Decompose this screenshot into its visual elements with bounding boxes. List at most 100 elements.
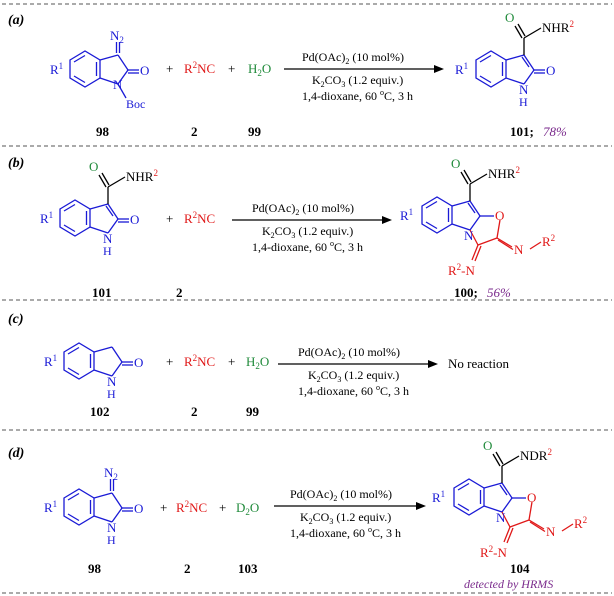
- plus-sign: +: [228, 61, 235, 76]
- compound-label: 2: [184, 561, 191, 576]
- catalyst-condition: Pd(OAc)2 (10 mol%): [298, 345, 400, 361]
- diazo-label: N2: [110, 28, 124, 45]
- panel-c-tag: (c): [8, 312, 24, 327]
- panel-d-tag: (d): [8, 446, 24, 461]
- plus-sign: +: [219, 500, 226, 515]
- compound-label: 98: [96, 124, 110, 139]
- panel-b: (b) O NHR2 O N H R1 + R2NC Pd(OAc)2: [8, 156, 555, 300]
- amide-co-bond: [492, 453, 501, 467]
- carbonyl-o: O: [546, 63, 555, 78]
- r1-substituent: R1: [40, 210, 53, 226]
- ring-n: N: [519, 82, 529, 97]
- diazo-oxindole-98: [69, 42, 139, 99]
- imine-n-r2: N: [546, 524, 556, 539]
- ring-n: N: [107, 520, 117, 535]
- amide-nhr2: NHR2: [542, 19, 574, 35]
- amide-nhr2: NHR2: [126, 168, 158, 184]
- ring-nh: H: [519, 95, 528, 109]
- ring-n: N: [464, 228, 474, 243]
- catalyst-condition: Pd(OAc)2 (10 mol%): [290, 487, 392, 503]
- ring-n: N: [103, 231, 113, 246]
- amide-o: O: [451, 156, 460, 171]
- imine-r2-n: R2-N: [448, 262, 476, 278]
- oxindole-102: [63, 342, 133, 380]
- yield-label: 56%: [487, 285, 511, 300]
- amide-nhr2: NHR2: [488, 165, 520, 181]
- amide-o: O: [89, 159, 98, 174]
- amide-co-bond-2: [517, 23, 526, 37]
- yield-label: 78%: [543, 124, 567, 139]
- oxazole-o: O: [527, 490, 536, 505]
- oxazolo-indole-104: [453, 455, 526, 516]
- water: H2O: [246, 354, 269, 371]
- catalyst-condition: Pd(OAc)2 (10 mol%): [252, 201, 354, 217]
- panel-separators: [2, 3, 612, 594]
- base-condition: K2CO3 (1.2 equiv.): [308, 368, 399, 384]
- no-reaction-result: No reaction: [448, 356, 510, 371]
- oxazole-ring-red: [469, 219, 542, 262]
- solvent-condition: 1,4-dioxane, 60 oC, 3 h: [290, 525, 401, 540]
- ring-n: N: [113, 77, 123, 92]
- plus-sign: +: [228, 354, 235, 369]
- plus-sign: +: [166, 211, 173, 226]
- diazo-oxindole-98: [63, 479, 133, 526]
- isocyanide-r2nc: R2NC: [184, 353, 215, 369]
- r1-substituent: R1: [44, 499, 57, 515]
- carbonyl-o: O: [134, 501, 143, 516]
- panel-c: (c) O N H R1 + R2NC + H2O Pd(OAc)2 (10 m…: [8, 312, 510, 419]
- carbonyl-o: O: [130, 212, 139, 227]
- compound-label: 2: [191, 124, 198, 139]
- oxazolo-indole-100: [421, 173, 494, 234]
- solvent-condition: 1,4-dioxane, 60 oC, 3 h: [252, 239, 363, 254]
- amide-co-bond: [514, 25, 523, 39]
- ring-nh: H: [103, 244, 112, 258]
- panel-a: (a) N2 O N Boc R1 + R2NC + H2O Pd(OA: [8, 10, 574, 139]
- boc-group: Boc: [126, 97, 145, 111]
- panel-d: (d) N2 O N H R1 + R2NC + D2O Pd(OAc)2 (1…: [8, 438, 587, 591]
- plus-sign: +: [160, 500, 167, 515]
- product-101: [475, 27, 545, 88]
- amide-co-bond-2: [463, 169, 472, 183]
- compound-label: 101;: [510, 124, 534, 139]
- amide-o: O: [483, 438, 492, 453]
- water: H2O: [248, 61, 271, 78]
- ring-nh: H: [107, 533, 116, 547]
- compound-label: 99: [248, 124, 262, 139]
- carbonyl-o: O: [140, 63, 149, 78]
- compound-label: 102: [90, 404, 110, 419]
- imine-r2: R2: [574, 515, 587, 531]
- r1-substituent: R1: [400, 207, 413, 223]
- compound-label: 99: [246, 404, 260, 419]
- isocyanide-r2nc: R2NC: [184, 60, 215, 76]
- solvent-condition: 1,4-dioxane, 60 oC, 3 h: [298, 383, 409, 398]
- oxazole-ring-red: [501, 501, 574, 544]
- isocyanide-r2nc: R2NC: [176, 499, 207, 515]
- base-condition: K2CO3 (1.2 equiv.): [262, 224, 353, 240]
- ring-n: N: [496, 510, 506, 525]
- imine-r2: R2: [542, 233, 555, 249]
- compound-label: 103: [238, 561, 258, 576]
- amide-co-bond-2: [495, 451, 504, 465]
- arrow-head: [434, 65, 444, 73]
- plus-sign: +: [166, 354, 173, 369]
- r1-substituent: R1: [455, 61, 468, 77]
- r1-substituent: R1: [50, 61, 63, 77]
- arrow-head: [428, 360, 438, 368]
- oxazole-o: O: [495, 208, 504, 223]
- compound-label: 2: [176, 285, 183, 300]
- imine-n-r2: N: [514, 242, 524, 257]
- isocyanide-r2nc: R2NC: [184, 210, 215, 226]
- panel-b-tag: (b): [8, 156, 24, 171]
- imine-r2-n: R2-N: [480, 544, 508, 560]
- compound-label: 98: [88, 561, 102, 576]
- r1-substituent: R1: [44, 353, 57, 369]
- hrms-note: detected by HRMS: [464, 577, 553, 591]
- oxindole-101: [59, 176, 129, 237]
- arrow-head: [416, 502, 426, 510]
- amide-ndr2: NDR2: [520, 447, 552, 463]
- carbonyl-o: O: [134, 355, 143, 370]
- r1-substituent: R1: [432, 489, 445, 505]
- base-condition: K2CO3 (1.2 equiv.): [312, 73, 403, 89]
- compound-label: 104: [510, 561, 530, 576]
